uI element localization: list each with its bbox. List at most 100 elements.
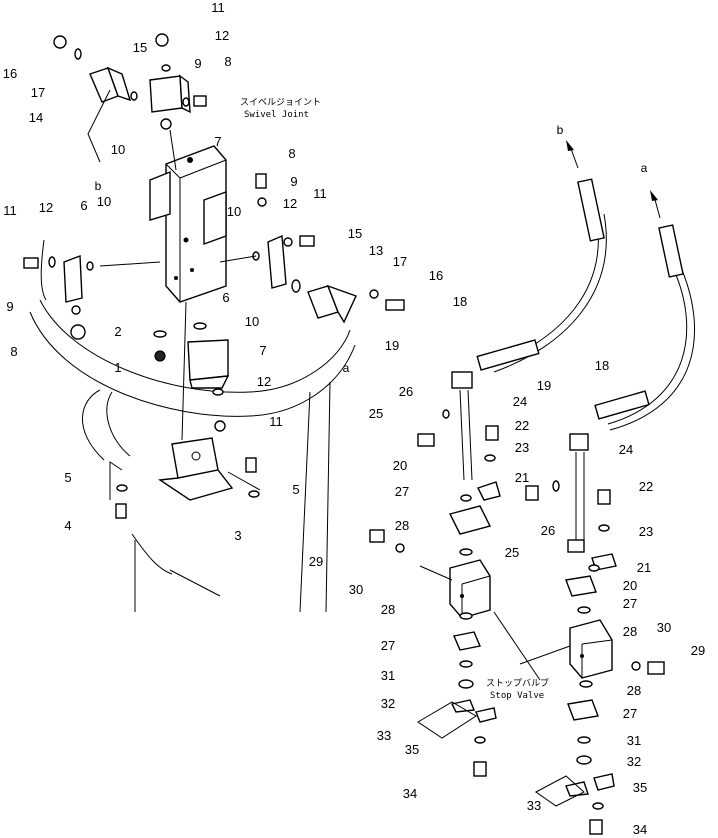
small-parts bbox=[23, 33, 405, 519]
connector-left bbox=[63, 255, 83, 303]
hose-b bbox=[489, 140, 607, 373]
callout-c27a: 27 bbox=[395, 484, 409, 499]
callout-c28c: 28 bbox=[623, 624, 637, 639]
callout-c16b: 16 bbox=[429, 268, 443, 283]
pipe-right bbox=[567, 433, 589, 553]
callout-c31b: 31 bbox=[627, 733, 641, 748]
solenoid-valve-upper bbox=[149, 74, 191, 114]
callout-c11b: 11 bbox=[313, 186, 327, 201]
callout-c22b: 22 bbox=[639, 479, 653, 494]
callout-c12d: 12 bbox=[257, 374, 271, 389]
callout-c1: 1 bbox=[114, 360, 121, 375]
machine-body bbox=[29, 239, 356, 613]
callout-c14: 14 bbox=[29, 110, 43, 125]
callout-c10c: 10 bbox=[227, 204, 241, 219]
callout-c7a: 7 bbox=[214, 134, 221, 149]
callout-c32b: 32 bbox=[627, 754, 641, 769]
callout-c8c: 8 bbox=[10, 344, 17, 359]
callout-c22a: 22 bbox=[515, 418, 529, 433]
callout-c27b: 27 bbox=[623, 596, 637, 611]
callout-c25a: 25 bbox=[369, 406, 383, 421]
callout-c35b: 35 bbox=[633, 780, 647, 795]
callout-c28b: 28 bbox=[381, 602, 395, 617]
stop-valve-label: ストップバルブ Stop Valve bbox=[486, 677, 549, 701]
callout-c6a: 6 bbox=[80, 198, 87, 213]
callout-c10b: 10 bbox=[97, 194, 111, 209]
callout-c21b: 21 bbox=[637, 560, 651, 575]
callout-c26a: 26 bbox=[399, 384, 413, 399]
solenoid-valve-lower bbox=[187, 339, 230, 389]
callout-c13: 13 bbox=[369, 243, 383, 258]
leader-lines-left bbox=[87, 89, 261, 500]
swivel-joint-label-jp: スイベルジョイント bbox=[240, 98, 321, 108]
callout-c20b: 20 bbox=[623, 578, 637, 593]
callout-c34a: 34 bbox=[403, 786, 417, 801]
callout-c2: 2 bbox=[114, 324, 121, 339]
callout-c6b: 6 bbox=[222, 290, 229, 305]
callout-c23a: 23 bbox=[515, 440, 529, 455]
callout-c31a: 31 bbox=[381, 668, 395, 683]
callout-c9c: 9 bbox=[6, 299, 13, 314]
callout-c30b: 30 bbox=[657, 620, 671, 635]
callout-c19a: 19 bbox=[385, 338, 399, 353]
callout-c11a: 11 bbox=[211, 0, 225, 15]
callout-c28a: 28 bbox=[395, 518, 409, 533]
callout-c8b: 8 bbox=[288, 146, 295, 161]
callout-c9a: 9 bbox=[194, 56, 201, 71]
swivel-joint bbox=[149, 145, 227, 441]
callout-c17b: 17 bbox=[393, 254, 407, 269]
callout-c18a: 18 bbox=[453, 294, 467, 309]
letter-la3: a bbox=[641, 161, 648, 175]
callout-c12c: 12 bbox=[39, 200, 53, 215]
callout-c16a: 16 bbox=[3, 66, 17, 81]
callout-c18b: 18 bbox=[595, 358, 609, 373]
callout-c15a: 15 bbox=[133, 40, 147, 55]
callout-c30a: 30 bbox=[349, 582, 363, 597]
callout-c12a: 12 bbox=[215, 28, 229, 43]
callout-c25b: 25 bbox=[505, 545, 519, 560]
callout-c28d: 28 bbox=[627, 683, 641, 698]
callout-c35a: 35 bbox=[405, 742, 419, 757]
callout-c19b: 19 bbox=[537, 378, 551, 393]
stop-valve-parts bbox=[369, 409, 665, 675]
callout-c29a: 29 bbox=[309, 554, 323, 569]
callout-c24a: 24 bbox=[513, 394, 527, 409]
stop-valve-label-en: Stop Valve bbox=[490, 691, 544, 701]
hose-a bbox=[607, 190, 696, 431]
stop-valve-lower bbox=[565, 575, 615, 835]
callout-c21a: 21 bbox=[515, 470, 529, 485]
callout-c33b: 33 bbox=[527, 798, 541, 813]
stop-valve-upper bbox=[448, 505, 497, 777]
letter-la4: a bbox=[343, 361, 350, 375]
callout-c3: 3 bbox=[234, 528, 241, 543]
callout-c17a: 17 bbox=[31, 85, 45, 100]
stop-valve-label-jp: ストップバルブ bbox=[486, 677, 549, 689]
callout-c10d: 10 bbox=[245, 314, 259, 329]
callout-c27d: 27 bbox=[623, 706, 637, 721]
callout-c8a: 8 bbox=[224, 54, 231, 69]
callout-c12b: 12 bbox=[283, 196, 297, 211]
pipe-left bbox=[451, 371, 473, 481]
callout-c11c: 11 bbox=[3, 203, 17, 218]
callout-c33a: 33 bbox=[377, 728, 391, 743]
callout-c5a: 5 bbox=[64, 470, 71, 485]
callout-c7b: 7 bbox=[259, 343, 266, 358]
callout-c24b: 24 bbox=[619, 442, 633, 457]
connector-top-left bbox=[89, 66, 132, 103]
callout-c20a: 20 bbox=[393, 458, 407, 473]
callout-c4: 4 bbox=[64, 518, 71, 533]
leader-lines-right bbox=[417, 565, 585, 807]
callout-c11d: 11 bbox=[269, 414, 283, 429]
callout-c15b: 15 bbox=[348, 226, 362, 241]
callout-c10a: 10 bbox=[111, 142, 125, 157]
swivel-joint-label-en: Swivel Joint bbox=[244, 110, 309, 120]
callout-c26b: 26 bbox=[541, 523, 555, 538]
callout-c32a: 32 bbox=[381, 696, 395, 711]
callout-c29b: 29 bbox=[691, 643, 705, 658]
callout-c27c: 27 bbox=[381, 638, 395, 653]
hose-fittings bbox=[476, 339, 650, 420]
base-block bbox=[158, 437, 234, 501]
